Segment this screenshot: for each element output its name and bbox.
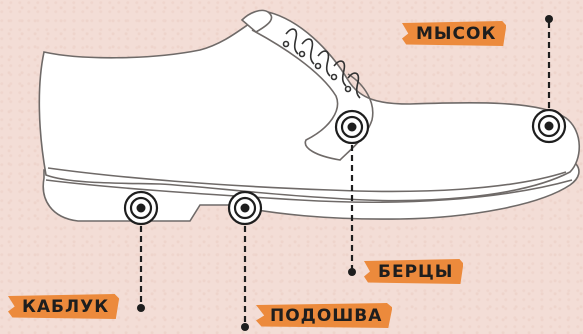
marker-sole[interactable]	[229, 192, 261, 224]
marker-quarter[interactable]	[336, 111, 368, 143]
label-sole: ПОДОШВА	[256, 303, 392, 328]
label-quarter: БЕРЦЫ	[364, 259, 463, 284]
label-toe: МЫСОК	[402, 21, 506, 46]
label-heel: КАБЛУК	[8, 294, 119, 319]
marker-toe[interactable]	[533, 110, 565, 142]
marker-heel[interactable]	[125, 192, 157, 224]
